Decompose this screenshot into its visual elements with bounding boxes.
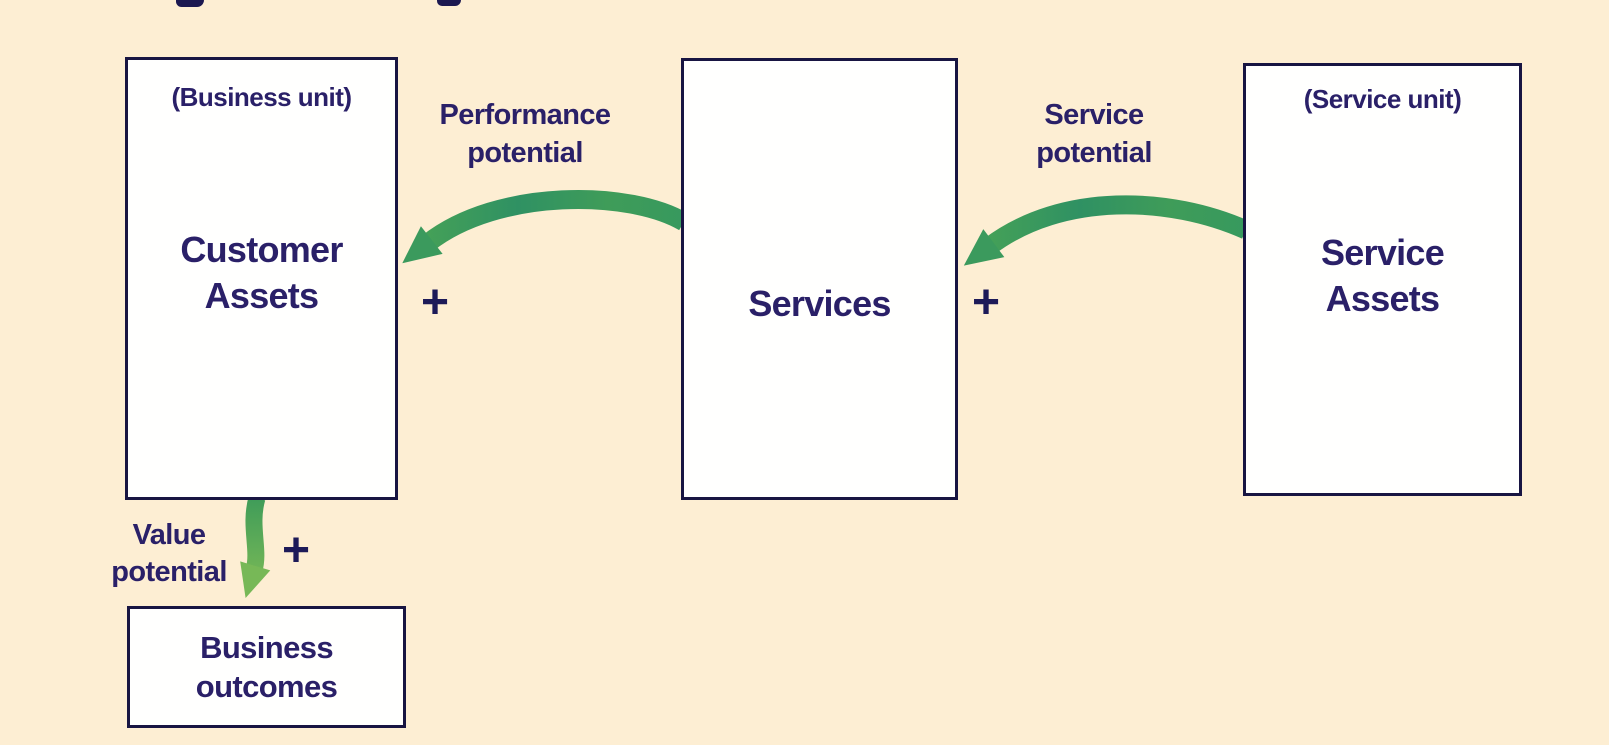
services-title: Services <box>748 283 891 324</box>
value-potential-label: Value potential <box>111 519 227 588</box>
performance-potential-label: Performance potential <box>439 99 612 169</box>
performance-potential-arrow <box>402 190 689 264</box>
plus-sign-value: + <box>281 524 311 577</box>
plus-sign-service: + <box>971 276 1001 329</box>
service-potential-label: Service potential <box>1036 99 1152 169</box>
service-potential-arrow <box>963 195 1250 266</box>
value-potential-arrow <box>240 495 271 599</box>
cropped-title-descender <box>437 0 461 6</box>
plus-sign-performance: + <box>420 276 450 329</box>
service-assets-box: (Service unit) Service Assets <box>1243 63 1522 496</box>
business-unit-label: (Business unit) <box>171 82 353 112</box>
customer-assets-title: Customer Assets <box>180 229 343 316</box>
business-outcomes-title: Business outcomes <box>195 630 338 704</box>
business-outcomes-box: Business outcomes <box>127 606 406 728</box>
services-box: Services <box>681 58 958 500</box>
service-assets-title: Service Assets <box>1320 232 1445 319</box>
cropped-title-descender <box>176 0 204 7</box>
customer-assets-box: (Business unit) Customer Assets <box>125 57 398 500</box>
service-unit-label: (Service unit) <box>1303 84 1462 114</box>
